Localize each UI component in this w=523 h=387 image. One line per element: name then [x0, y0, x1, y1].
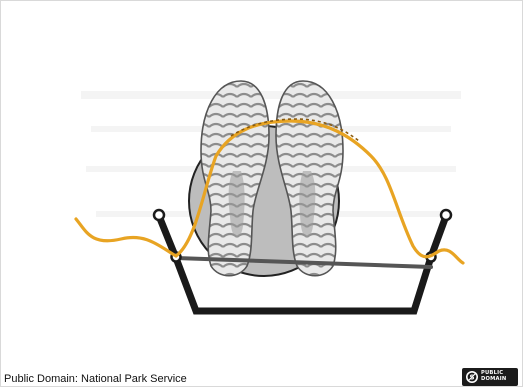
license-label: PUBLIC DOMAIN: [481, 371, 506, 382]
license-line-2: DOMAIN: [481, 377, 506, 383]
public-domain-icon: S: [465, 370, 479, 384]
image-caption: Public Domain: National Park Service: [4, 373, 187, 385]
public-domain-badge[interactable]: S PUBLIC DOMAIN: [462, 368, 518, 386]
boot-print-illustration: [41, 41, 491, 341]
